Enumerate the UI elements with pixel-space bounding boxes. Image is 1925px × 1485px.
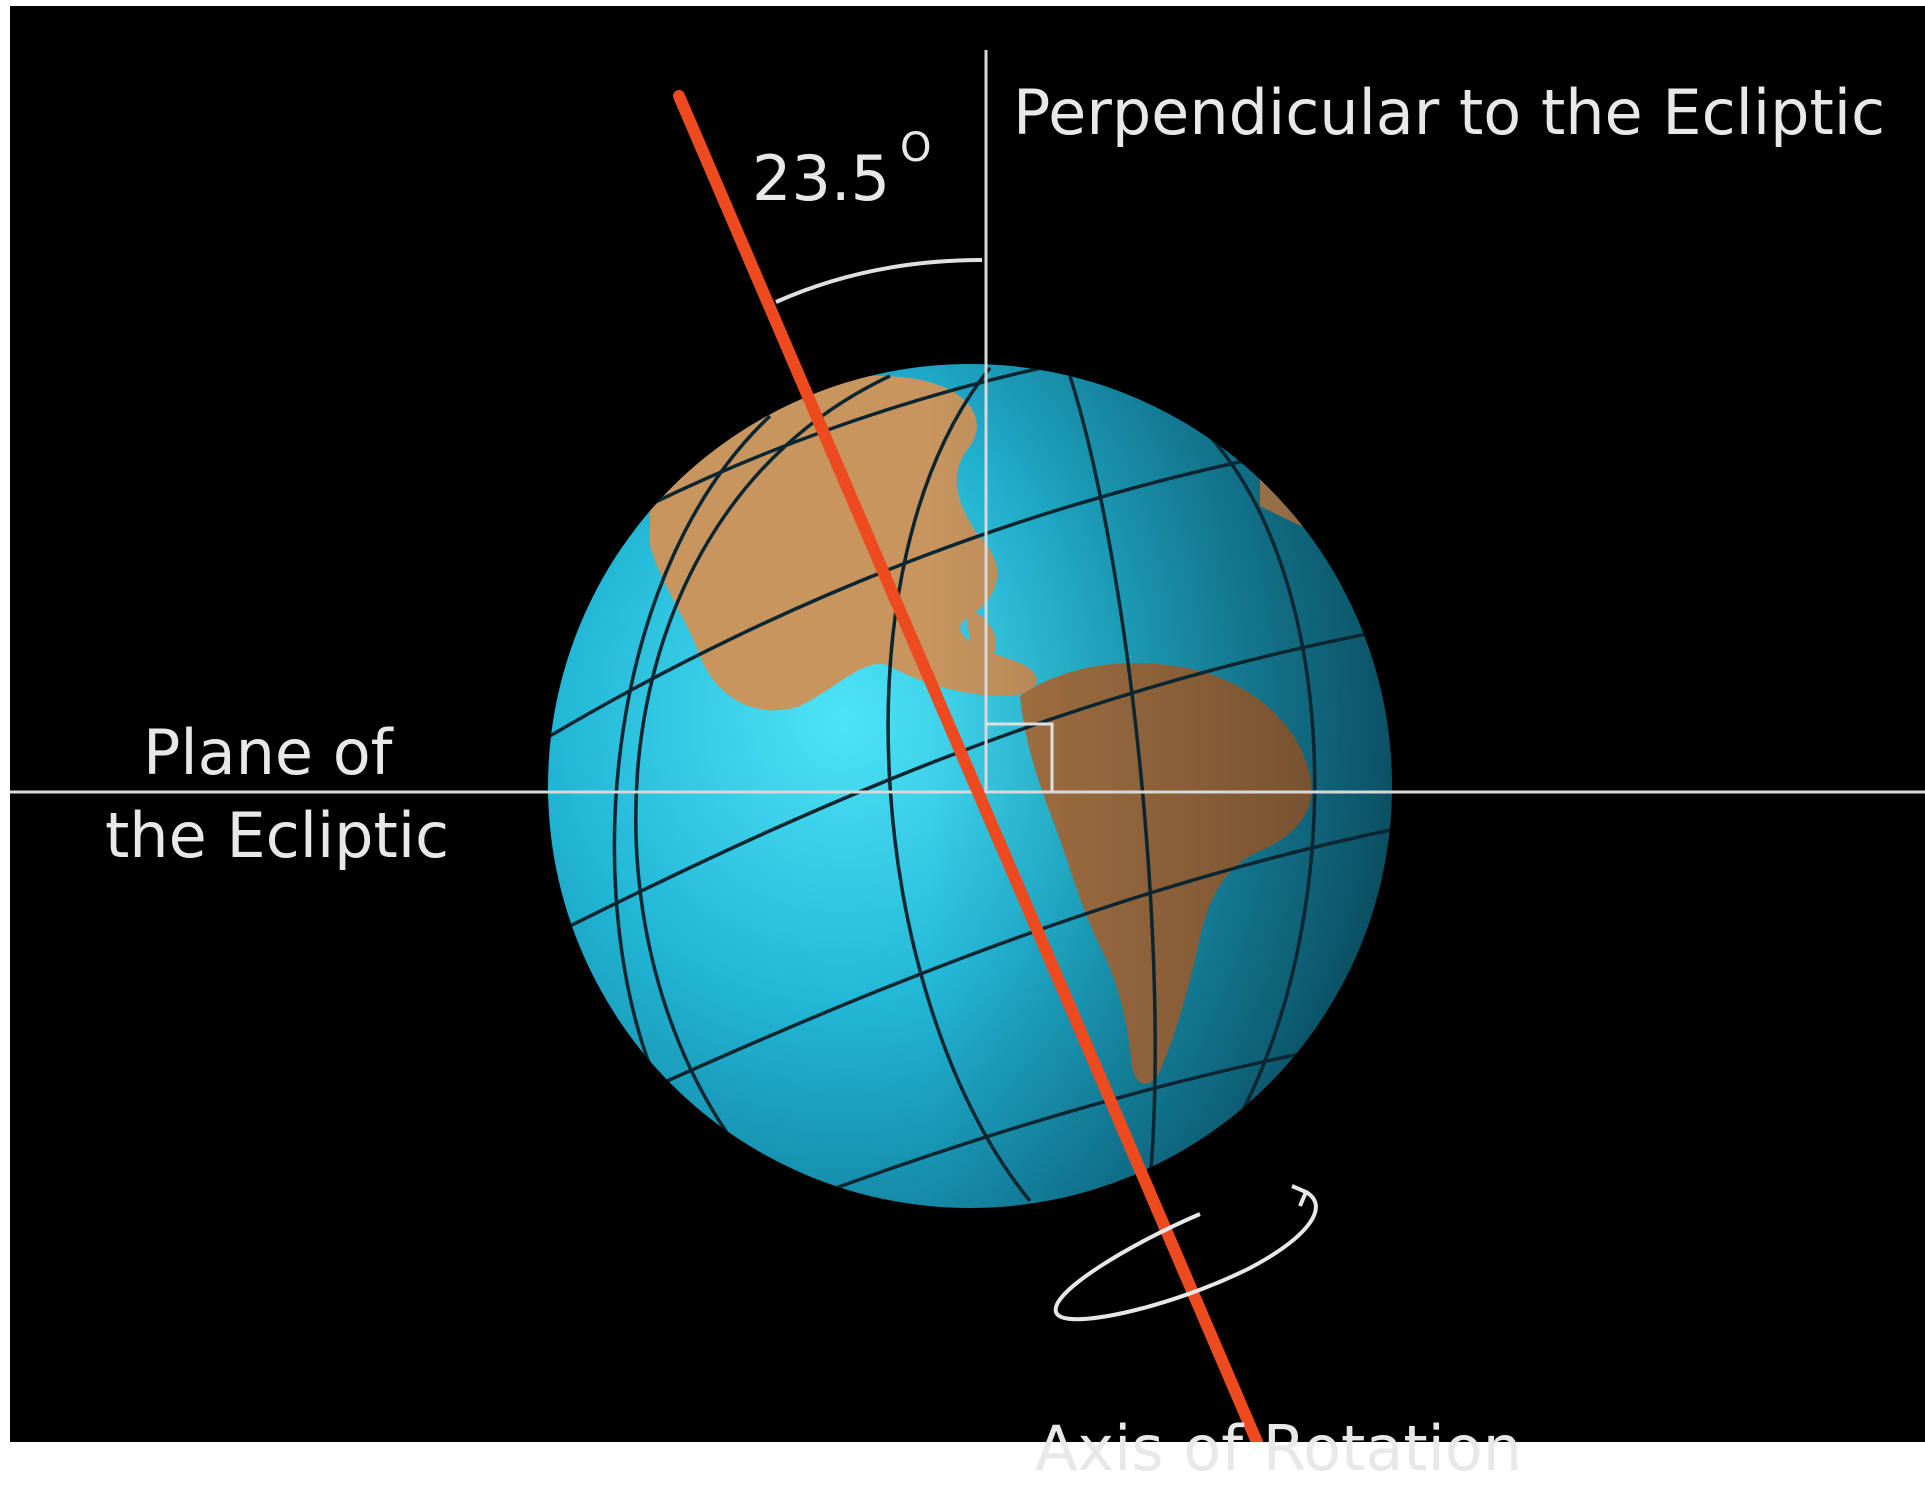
latitude-line [549,434,1381,738]
plane-label-line1: Plane of [143,716,393,789]
right-angle-marker [986,722,1054,792]
diagram-frame [10,6,1925,1442]
tilt-angle-value: 23.5 [752,142,891,215]
axis-label: Axis of Rotation [1035,1412,1523,1485]
tilt-angle-arc [775,258,983,304]
earth-tilt-diagram [10,50,1925,1442]
longitude-line [886,366,1032,1203]
degree-symbol: O [900,125,932,171]
plane-label-line2: the Ecliptic [105,799,450,872]
longitude-line [1068,375,1157,1182]
latitude-line [549,624,1392,938]
longitude-grid [612,366,1317,1208]
rotation-axis [673,90,1263,1442]
rotation-direction-arrow [1053,1184,1318,1322]
longitude-line [634,374,891,1208]
longitude-line [1198,424,1317,1117]
perpendicular-label: Perpendicular to the Ecliptic [1013,76,1886,149]
longitude-line [612,414,772,1067]
latitude-line [589,824,1392,1118]
